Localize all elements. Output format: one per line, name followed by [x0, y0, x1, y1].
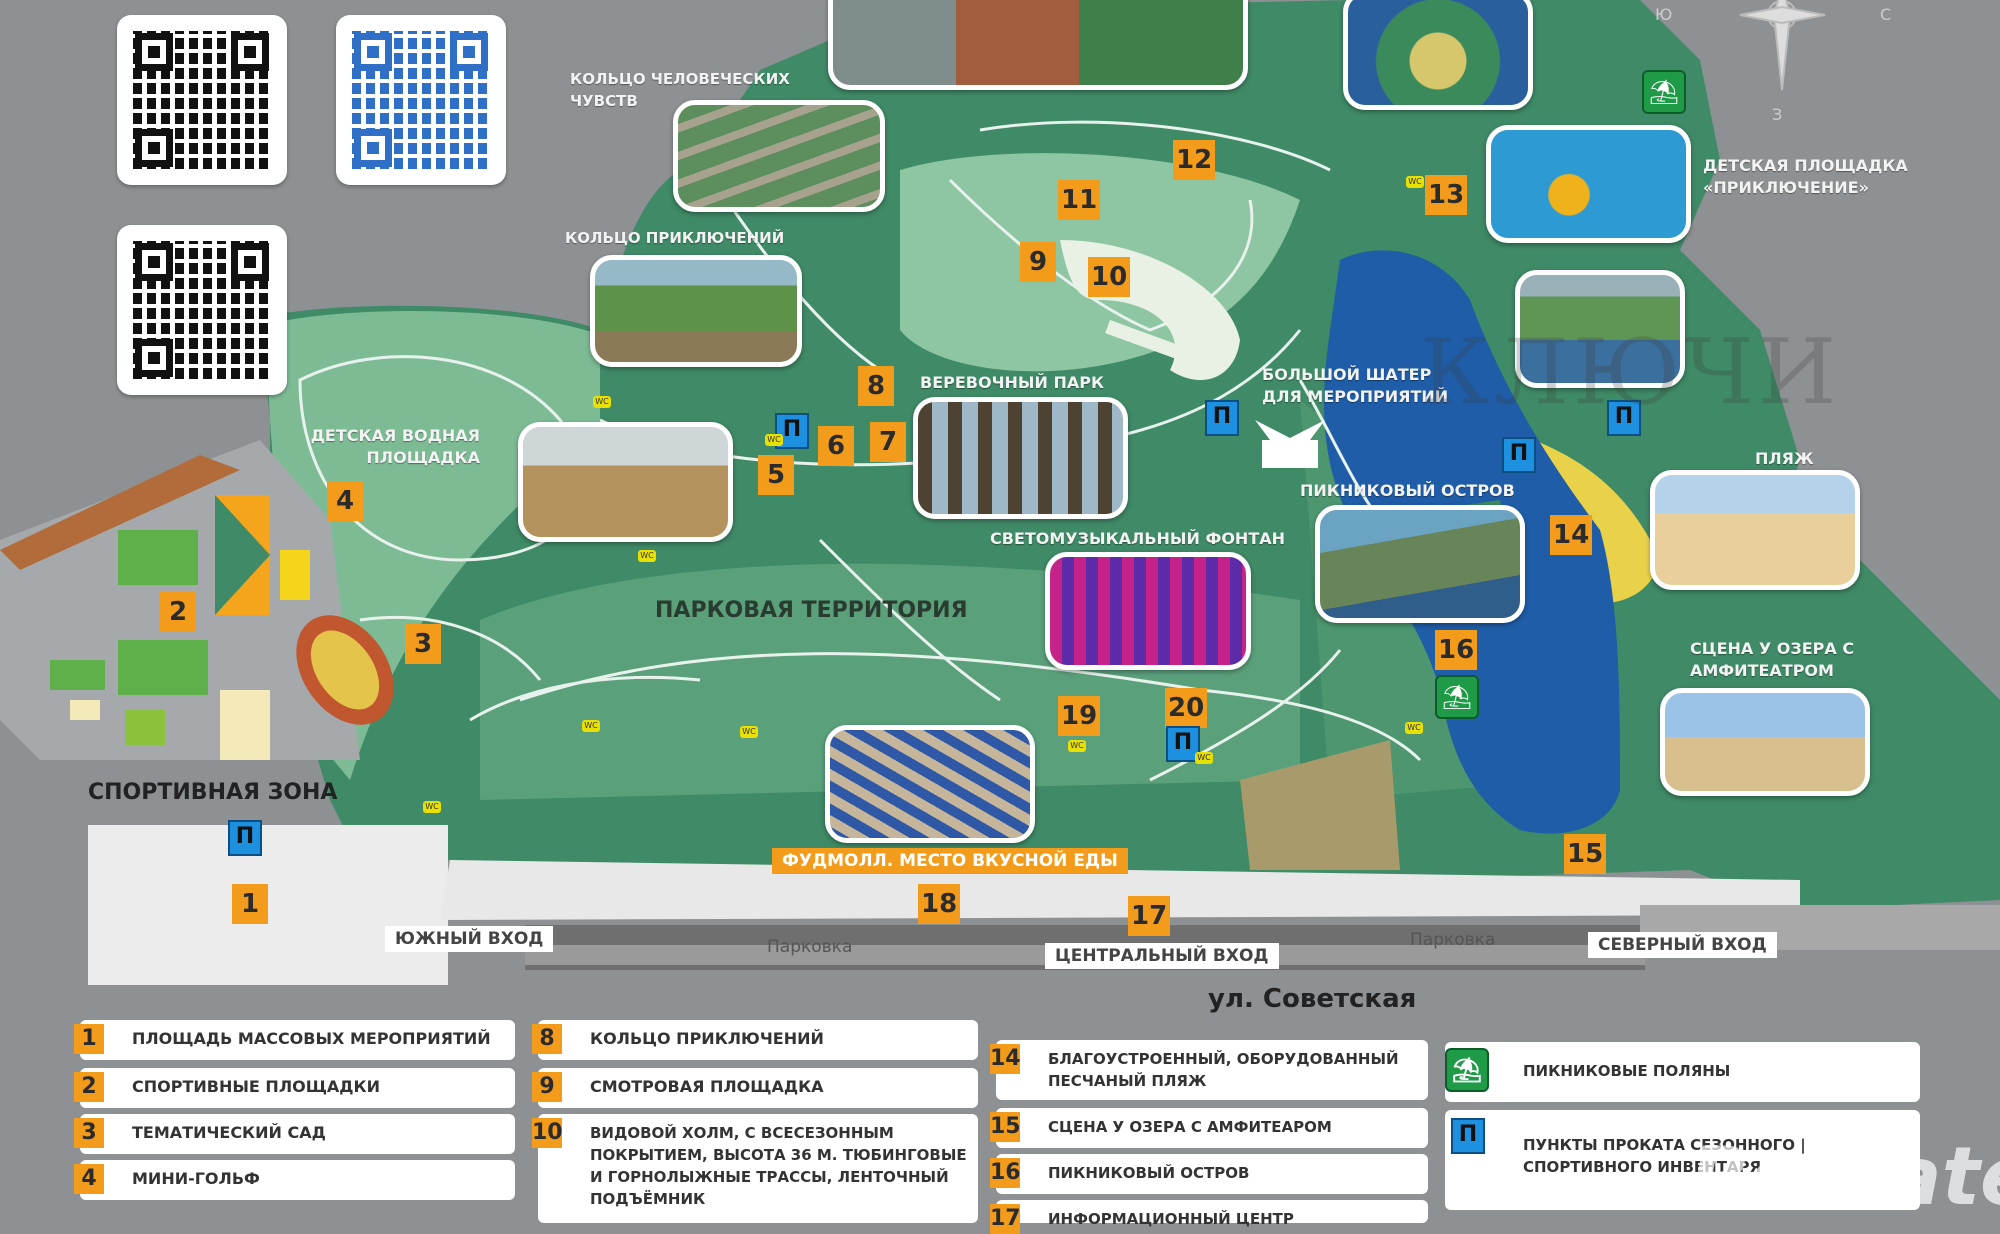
label-kids-adventure-playground: ДЕТСКАЯ ПЛОЩАДКА «ПРИКЛЮЧЕНИЕ»	[1703, 156, 1908, 197]
compass	[1739, 0, 1826, 91]
street-label: ул. Советская	[1208, 984, 1417, 1014]
photo-top-right	[1343, 0, 1533, 110]
map-marker-19[interactable]: 19	[1058, 696, 1101, 736]
compass-south-label: Ю	[1655, 5, 1673, 24]
legend-item: П ПУНКТЫ ПРОКАТА СЕЗОННОГО | СПОРТИВНОГО…	[1445, 1110, 1920, 1210]
photo-kids-water-playground	[518, 422, 733, 542]
map-marker-2[interactable]: 2	[160, 592, 196, 632]
wc-icon: WC	[765, 434, 783, 446]
rental-marker[interactable]: П	[228, 820, 262, 856]
sports-zone-slope	[0, 455, 240, 570]
map-marker-11[interactable]: 11	[1058, 180, 1101, 220]
legend-item: ⛱ ПИКНИКОВЫЕ ПОЛЯНЫ	[1445, 1042, 1920, 1102]
watermark-site: Restate	[1690, 1130, 2000, 1223]
wc-icon: WC	[1405, 722, 1423, 734]
wc-icon: WC	[593, 396, 611, 408]
south-entrance-label: ЮЖНЫЙ ВХОД	[385, 926, 554, 952]
map-marker-6[interactable]: 6	[818, 426, 854, 466]
compass-north-label: С	[1880, 5, 1892, 24]
photo-lake-aerial	[1515, 270, 1685, 388]
photo-rope-park	[913, 397, 1128, 519]
photo-kids-adventure-playground	[1486, 125, 1691, 243]
label-foodmall: ФУДМОЛЛ. МЕСТО ВКУСНОЙ ЕДЫ	[772, 848, 1128, 874]
map-marker-7[interactable]: 7	[870, 422, 906, 462]
compass-west-label: З	[1772, 105, 1783, 124]
wc-icon: WC	[1068, 740, 1086, 752]
tent-icon	[1255, 420, 1325, 468]
wc-icon: WC	[638, 550, 656, 562]
qr-code-2	[336, 15, 506, 185]
map-marker-12[interactable]: 12	[1173, 140, 1216, 180]
map-marker-14[interactable]: 14	[1550, 515, 1593, 555]
label-lake-stage: СЦЕНА У ОЗЕРА С АМФИТЕАТРОМ	[1690, 639, 1855, 680]
map-marker-1[interactable]: 1	[232, 884, 268, 924]
photo-adventure-ring	[590, 255, 802, 367]
rental-marker[interactable]: П	[1607, 400, 1641, 436]
label-park-territory: ПАРКОВАЯ ТЕРРИТОРИЯ	[655, 598, 968, 623]
sand-area	[1240, 740, 1400, 870]
label-beach: ПЛЯЖ	[1755, 449, 1814, 468]
north-entrance-label: СЕВЕРНЫЙ ВХОД	[1588, 932, 1777, 958]
picnic-icon: ⛱	[1642, 70, 1686, 114]
map-marker-13[interactable]: 13	[1425, 175, 1468, 215]
photo-foodmall	[825, 725, 1035, 843]
watermark-agency: КЛЮЧИ	[1420, 320, 1841, 425]
qr-code-3	[117, 225, 287, 395]
rental-marker[interactable]: П	[1502, 437, 1536, 473]
rental-marker: П	[1451, 1118, 1485, 1154]
label-big-tent: БОЛЬШОЙ ШАТЕР ДЛЯ МЕРОПРИЯТИЙ	[1262, 365, 1449, 406]
photo-top-center	[828, 0, 1248, 90]
label-adventure-ring: КОЛЬЦО ПРИКЛЮЧЕНИЙ	[565, 229, 785, 247]
wc-icon: WC	[582, 720, 600, 732]
photo-music-fountain	[1045, 552, 1251, 670]
rental-marker[interactable]: П	[1166, 726, 1200, 762]
map-marker-16[interactable]: 16	[1435, 630, 1478, 670]
label-music-fountain: СВЕТОМУЗЫКАЛЬНЫЙ ФОНТАН	[990, 529, 1286, 548]
label-sports-zone: СПОРТИВНАЯ ЗОНА	[88, 780, 338, 805]
photo-lake-stage	[1660, 688, 1870, 796]
parking-right-label: Парковка	[1410, 930, 1496, 950]
central-entrance-label: ЦЕНТРАЛЬНЫЙ ВХОД	[1045, 943, 1279, 969]
map-marker-10[interactable]: 10	[1088, 257, 1131, 297]
wc-icon: WC	[1406, 176, 1424, 188]
map-marker-17[interactable]: 17	[1128, 896, 1171, 936]
wc-icon: WC	[1195, 752, 1213, 764]
qr-code-1	[117, 15, 287, 185]
map-marker-15[interactable]: 15	[1564, 834, 1607, 874]
label-rope-park: ВЕРЕВОЧНЫЙ ПАРК	[920, 373, 1105, 392]
wc-icon: WC	[740, 726, 758, 738]
map-marker-5[interactable]: 5	[758, 455, 794, 495]
road-white	[440, 860, 1800, 920]
map-marker-20[interactable]: 20	[1165, 688, 1208, 728]
picnic-icon: ⛱	[1445, 1048, 1489, 1092]
label-human-feelings-ring: КОЛЬЦО ЧЕЛОВЕЧЕСКИХ ЧУВСТВ	[570, 70, 790, 110]
map-marker-9[interactable]: 9	[1020, 242, 1056, 282]
map-marker-8[interactable]: 8	[858, 366, 894, 406]
photo-human-feelings-ring	[673, 100, 885, 212]
map-marker-18[interactable]: 18	[918, 884, 961, 924]
parking-left-label: Парковка	[767, 937, 853, 957]
photo-beach	[1650, 470, 1860, 590]
photo-picnic-island	[1315, 505, 1525, 623]
picnic-icon: ⛱	[1435, 675, 1479, 719]
label-kids-water-playground: ДЕТСКАЯ ВОДНАЯ ПЛОЩАДКА	[310, 426, 480, 467]
map-marker-4[interactable]: 4	[327, 481, 363, 521]
event-square	[88, 825, 448, 985]
wc-icon: WC	[423, 801, 441, 813]
label-picnic-island: ПИКНИКОВЫЙ ОСТРОВ	[1300, 481, 1515, 500]
rental-marker[interactable]: П	[1205, 400, 1239, 436]
map-marker-3[interactable]: 3	[405, 624, 441, 664]
